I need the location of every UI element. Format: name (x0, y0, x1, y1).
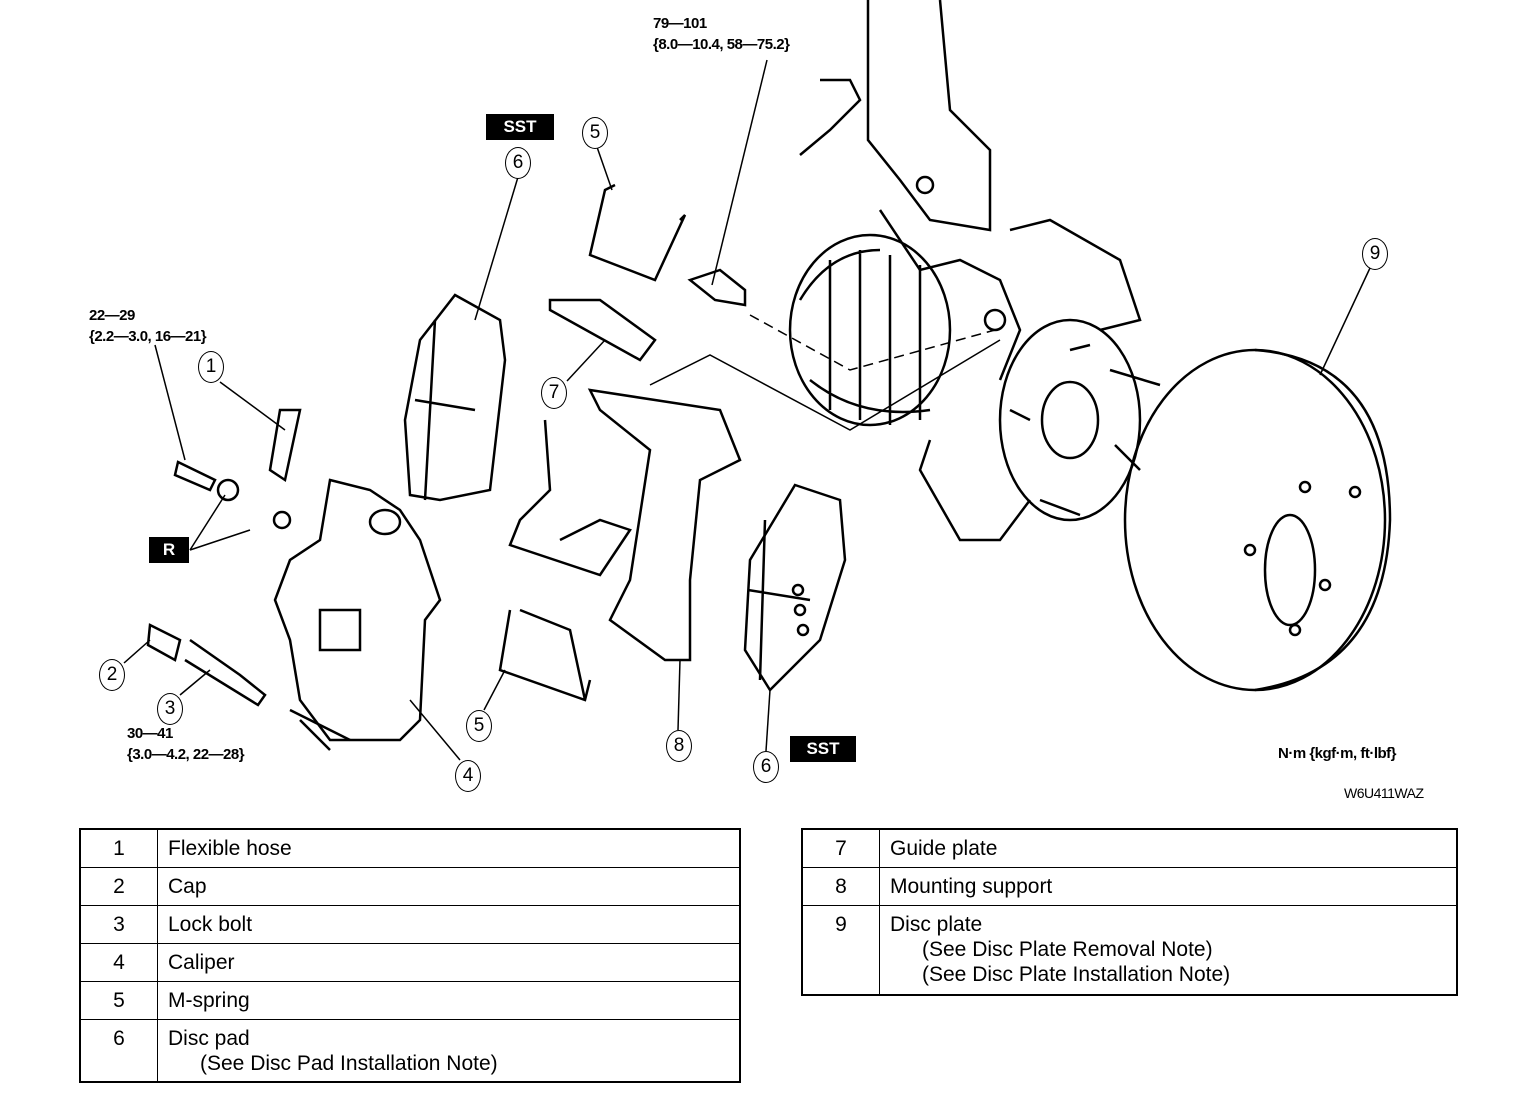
callout-3: 3 (157, 693, 183, 725)
callout-6: 6 (505, 147, 531, 179)
callout-5: 5 (582, 117, 608, 149)
callout-2: 2 (99, 659, 125, 691)
torque-value: 22—29 (89, 307, 135, 324)
callout-7: 7 (541, 377, 567, 409)
part-name: Mounting support (879, 866, 1458, 906)
part-name: Lock bolt (157, 904, 741, 944)
units-note: N·m {kgf·m, ft·lbf} (1278, 745, 1397, 762)
torque-spec-2: 79—101 {8.0—10.4, 58—75.2} (653, 13, 790, 55)
part-number: 8 (801, 866, 880, 906)
callout-8: 8 (666, 730, 692, 762)
torque-value: 30—41 (127, 725, 173, 742)
parts-drawing (146, 183, 847, 751)
part-name: Caliper (157, 942, 741, 982)
torque-detail: {3.0—4.2, 22—28} (127, 746, 245, 763)
sst-tag: SST (486, 114, 554, 140)
part-number: 3 (79, 904, 158, 944)
part-number: 9 (801, 904, 880, 996)
part-name: M-spring (157, 980, 741, 1020)
exploded-view-drawing (123, 0, 1392, 761)
knuckle-strut-drawing (649, 0, 1161, 542)
part-number: 2 (79, 866, 158, 906)
disc-plate-drawing (1123, 348, 1392, 692)
callout-1: 1 (198, 351, 224, 383)
sst-tag: SST (790, 736, 856, 762)
callout-9: 9 (1362, 238, 1388, 270)
part-name: Disc plate (890, 912, 983, 936)
torque-spec-3: 30—41 {3.0—4.2, 22—28} (127, 723, 245, 765)
part-note: (See Disc Pad Installation Note) (200, 1051, 498, 1075)
part-name-cell: Disc plate(See Disc Plate Removal Note)(… (879, 904, 1458, 996)
part-number: 7 (801, 828, 880, 868)
part-name: Cap (157, 866, 741, 906)
part-note: (See Disc Plate Removal Note) (922, 937, 1213, 961)
callout-6: 6 (753, 751, 779, 783)
part-name: Disc pad (168, 1026, 250, 1050)
torque-detail: {2.2—3.0, 16—21} (89, 328, 207, 345)
part-number: 4 (79, 942, 158, 982)
part-number: 1 (79, 828, 158, 868)
part-number: 5 (79, 980, 158, 1020)
torque-value: 79—101 (653, 15, 707, 32)
torque-spec-1: 22—29 {2.2—3.0, 16—21} (89, 305, 207, 347)
part-note: (See Disc Plate Installation Note) (922, 962, 1231, 986)
part-number: 6 (79, 1018, 158, 1083)
torque-detail: {8.0—10.4, 58—75.2} (653, 36, 790, 53)
part-name: Guide plate (879, 828, 1458, 868)
part-name-cell: Disc pad(See Disc Pad Installation Note) (157, 1018, 741, 1083)
part-name: Flexible hose (157, 828, 741, 868)
leader-lines (123, 59, 1371, 761)
callout-4: 4 (455, 760, 481, 792)
figure-code: W6U411WAZ (1344, 785, 1424, 801)
replace-tag: R (149, 537, 189, 563)
callout-5: 5 (466, 710, 492, 742)
